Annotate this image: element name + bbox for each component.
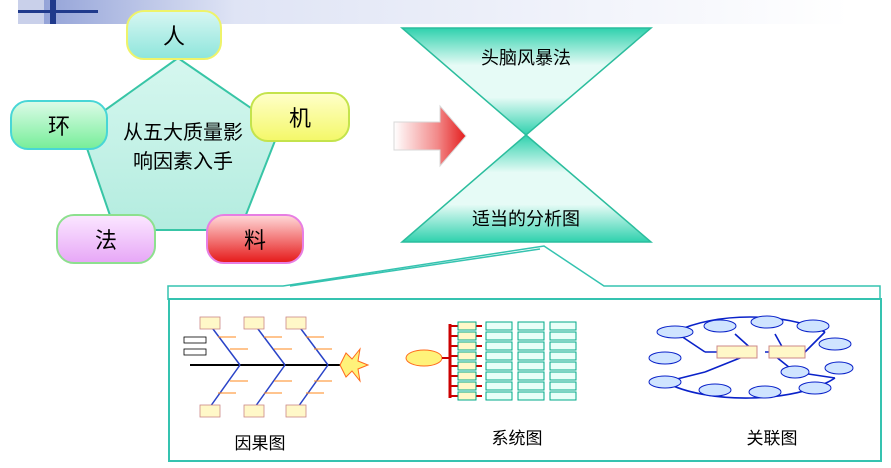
factor-label-ji: 机	[288, 107, 311, 132]
factor-label-liao: 料	[243, 229, 266, 254]
relation-diagram-thumbnail	[648, 315, 854, 399]
tree-diagram-thumbnail	[405, 321, 577, 401]
factor-pill-fa: 法	[56, 214, 156, 264]
factor-pill-liao: 料	[206, 214, 304, 264]
relation-label: 关联图	[746, 429, 798, 449]
method-analysis-chart: 适当的分析图	[472, 209, 580, 230]
arrow-icon	[393, 104, 467, 168]
hourglass-bottom	[399, 134, 654, 243]
factor-label-ren: 人	[162, 25, 185, 50]
hourglass-top	[399, 27, 654, 136]
tree-label: 系统图	[491, 429, 543, 449]
callout-outline	[167, 245, 881, 300]
factor-label-fa: 法	[94, 229, 117, 254]
fishbone-label: 因果图	[234, 434, 286, 454]
factor-center-text: 从五大质量影响因素入手	[123, 120, 243, 173]
factor-label-huan: 环	[47, 115, 70, 140]
method-brainstorm: 头脑风暴法	[481, 48, 571, 69]
fishbone-diagram-thumbnail	[183, 316, 370, 418]
factor-pill-ji: 机	[250, 92, 350, 142]
factor-pill-ren: 人	[126, 10, 222, 60]
factor-pill-huan: 环	[10, 100, 108, 150]
